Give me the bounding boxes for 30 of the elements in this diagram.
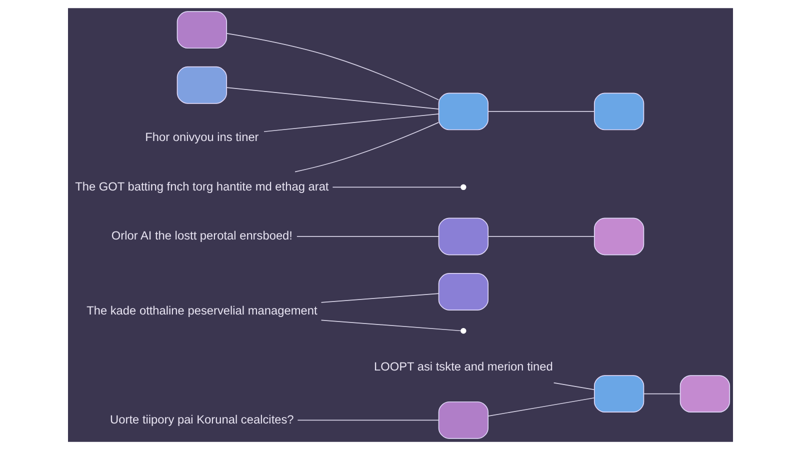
connector [320, 293, 439, 303]
connector [487, 236, 594, 237]
connector [296, 420, 439, 421]
node-box [438, 218, 488, 256]
connector [263, 113, 439, 132]
node-box [593, 375, 644, 412]
node-box [438, 401, 488, 439]
node-text: Fhor onivyou ins tiner [144, 130, 258, 144]
connector [487, 111, 594, 112]
node-text: The GOT batting fnch torg hantite md ethag arat [74, 179, 328, 194]
connector [320, 320, 461, 332]
node-box [176, 66, 227, 104]
node-box [176, 11, 227, 49]
node-box [593, 218, 644, 256]
connector [296, 236, 439, 237]
node-text: Orlor AI the lostt perotal enrsboed! [110, 228, 292, 243]
connector [294, 122, 439, 172]
node-text: LOOPT asi tskte and merion tined [373, 360, 552, 374]
node-text: The kade otthaline peservelial management [86, 303, 317, 318]
connector [552, 382, 594, 390]
node-box [438, 273, 488, 310]
connector [332, 186, 461, 188]
connector [487, 397, 594, 416]
connector [226, 87, 439, 110]
node-box [438, 92, 488, 130]
node-box [593, 92, 644, 130]
node-box [679, 375, 730, 412]
node-text: Uorte tiipory pai Korunal cealcites? [110, 412, 294, 426]
connector [226, 33, 439, 100]
connector [642, 393, 680, 394]
